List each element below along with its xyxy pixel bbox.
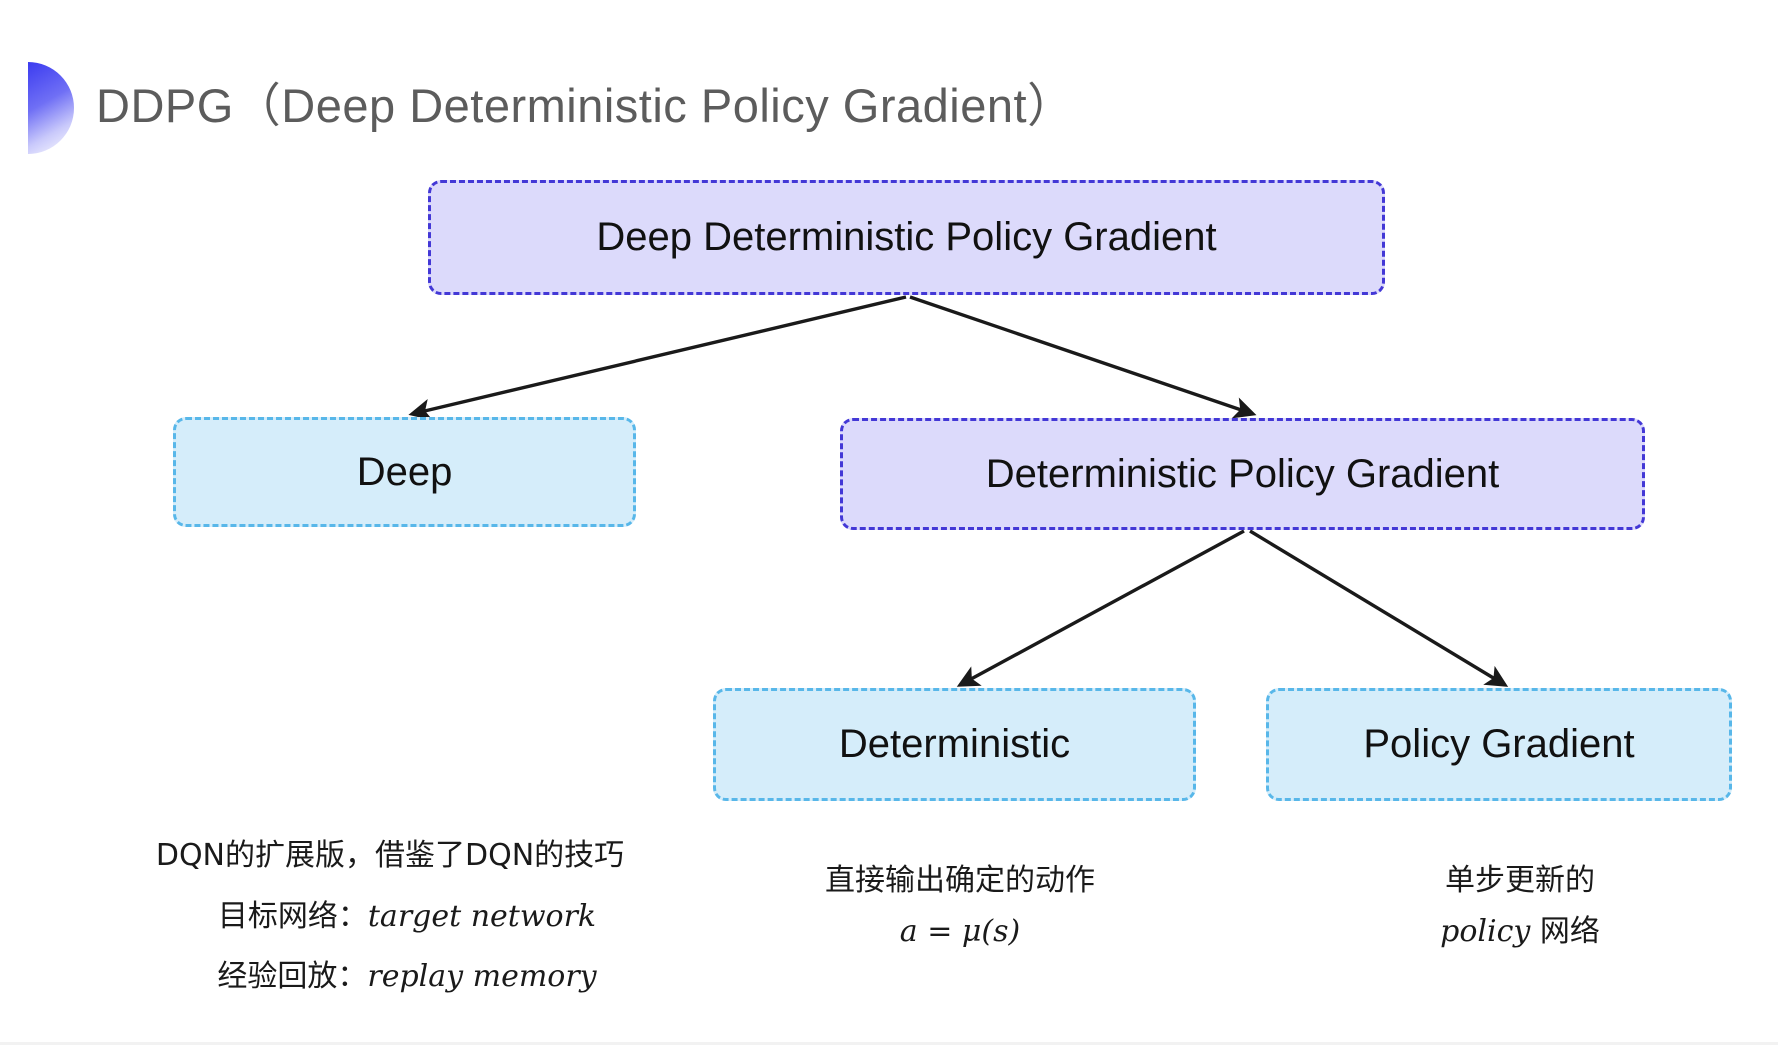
caption-deep: DQN的扩展版，借鉴了DQN的技巧 目标网络：target network 经验… (100, 835, 680, 1017)
caption-deep-line-1: DQN的扩展版，借鉴了DQN的技巧 (155, 838, 625, 873)
caption-deep-line-2-term: target network (367, 898, 597, 934)
half-circle-gradient-icon (28, 62, 74, 154)
slide-bottom-edge (0, 1042, 1778, 1056)
caption-policy-gradient: 单步更新的 policy 网络 (1330, 860, 1710, 961)
caption-policy-gradient-term: policy (1440, 913, 1531, 949)
node-policy-gradient[interactable]: Policy Gradient (1266, 688, 1732, 801)
caption-policy-gradient-line-2: policy 网络 (1330, 911, 1710, 954)
caption-deterministic-formula: a = μ(s) (899, 913, 1021, 949)
caption-deep-line-3-term: replay memory (367, 959, 597, 995)
node-label: Deep (356, 449, 453, 494)
caption-deterministic: 直接输出确定的动作 a = μ(s) (760, 860, 1160, 961)
edge-dpg-policy-gradient (1249, 529, 1509, 687)
node-label: Policy Gradient (1363, 722, 1635, 766)
page-title: DDPG（Deep Deterministic Policy Gradient） (96, 79, 1075, 132)
caption-deep-line-3: 经验回放：replay memory (100, 956, 680, 999)
edge-root-deep (408, 295, 907, 421)
node-label: Deterministic (838, 722, 1071, 766)
caption-policy-gradient-suffix: 网络 (1530, 913, 1600, 949)
caption-deep-line-2-label: 目标网络： (217, 898, 368, 934)
edge-dpg-deterministic (956, 529, 1245, 687)
node-label: Deep Deterministic Policy Gradient (596, 215, 1217, 259)
node-deterministic[interactable]: Deterministic (713, 688, 1196, 801)
node-label: Deterministic Policy Gradient (985, 451, 1500, 496)
node-deep[interactable]: Deep (173, 417, 636, 527)
edge-root-dpg (909, 295, 1257, 419)
caption-policy-gradient-line-1: 单步更新的 (1445, 863, 1595, 898)
node-deterministic-policy-gradient[interactable]: Deterministic Policy Gradient (840, 418, 1645, 530)
caption-deep-line-3-label: 经验回放： (217, 959, 368, 995)
caption-deterministic-line-1: 直接输出确定的动作 (825, 863, 1095, 898)
caption-deep-line-2: 目标网络：target network (100, 896, 680, 939)
node-deep-deterministic-policy-gradient[interactable]: Deep Deterministic Policy Gradient (428, 180, 1385, 295)
